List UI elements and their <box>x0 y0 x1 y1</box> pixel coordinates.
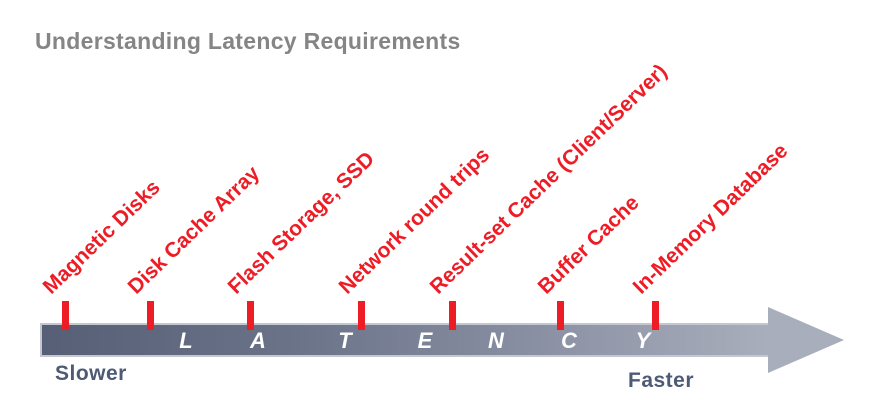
page-title: Understanding Latency Requirements <box>35 28 461 54</box>
latency-letter-n: N <box>488 328 504 353</box>
latency-letter-e: E <box>417 328 433 353</box>
latency-letter-a: A <box>250 328 266 353</box>
milestone-label-buffer-cache: Buffer Cache <box>533 191 644 299</box>
latency-letter-l: L <box>179 328 193 353</box>
milestone-label-in-memory-database: In-Memory Database <box>628 139 793 299</box>
tick-mark-result-set-cache <box>449 301 456 330</box>
arrow-head-icon <box>768 307 844 373</box>
latency-letter-t: T <box>338 328 352 353</box>
faster-label: Faster <box>628 369 695 392</box>
tick-mark-magnetic-disks <box>62 301 69 330</box>
slower-label: Slower <box>55 362 127 385</box>
tick-mark-network-round-trips <box>358 301 365 330</box>
latency-letter-y: Y <box>635 328 651 353</box>
tick-mark-buffer-cache <box>557 301 564 330</box>
latency-arrow-bar <box>40 323 768 357</box>
latency-letter-c: C <box>561 328 577 353</box>
tick-mark-disk-cache-array <box>147 301 154 330</box>
tick-mark-flash-storage <box>247 301 254 330</box>
tick-mark-in-memory-database <box>652 301 659 330</box>
